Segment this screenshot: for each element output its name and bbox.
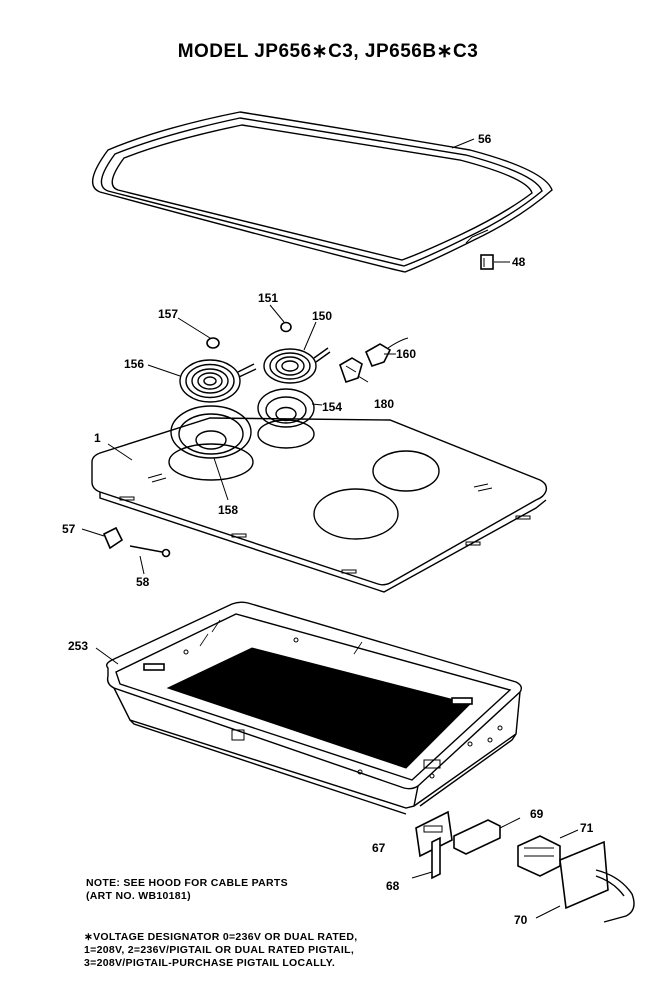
- screw-part-58: [129, 545, 171, 575]
- trim-frame-part-56: [91, 111, 553, 273]
- callout-150: 150: [312, 309, 332, 323]
- bracket-part-57: [81, 526, 124, 550]
- callout-156: 156: [124, 357, 144, 371]
- callout-67: 67: [372, 841, 386, 855]
- callout-158: 158: [218, 503, 238, 517]
- drip-pan-large-part-158: [170, 405, 252, 459]
- callout-160: 160: [396, 347, 416, 361]
- voltage-note-line-2: 1=208V, 2=236V/PIGTAIL OR DUAL RATED PIG…: [84, 944, 355, 956]
- callout-151: 151: [258, 291, 278, 305]
- plate-part-67: [415, 810, 453, 858]
- callout-154: 154: [322, 400, 342, 414]
- surface-unit-small-part-150: [263, 347, 331, 384]
- leader-lines: [95, 304, 396, 665]
- bracket-part-68: [411, 836, 441, 880]
- voltage-designator-note: ∗VOLTAGE DESIGNATOR 0=236V OR DUAL RATED…: [84, 931, 357, 970]
- diagram-title: MODEL JP656∗C3, JP656B∗C3: [177, 41, 479, 62]
- callout-180: 180: [374, 397, 394, 411]
- surface-unit-large-part-156: [179, 359, 257, 403]
- callout-253: 253: [68, 639, 88, 653]
- cable-note-line-1: NOTE: SEE HOOD FOR CABLE PARTS: [86, 877, 288, 889]
- callout-70: 70: [514, 913, 528, 927]
- cable-note-line-2: (ART NO. WB10181): [86, 890, 191, 902]
- burner-box-part-253: [105, 601, 523, 815]
- terminal-block-part-180: [339, 357, 363, 384]
- callout-56: 56: [478, 132, 492, 146]
- bracket-part-69: [453, 817, 521, 855]
- bumper-part-157: [206, 337, 220, 349]
- cable-parts-note: NOTE: SEE HOOD FOR CABLE PARTS (ART NO. …: [86, 877, 288, 903]
- callout-68: 68: [386, 879, 400, 893]
- callout-157: 157: [158, 307, 178, 321]
- bumper-part-151: [280, 321, 292, 333]
- main-top-part-1: [91, 417, 548, 593]
- callout-69: 69: [530, 807, 544, 821]
- voltage-note-line-1: ∗VOLTAGE DESIGNATOR 0=236V OR DUAL RATED…: [84, 931, 358, 943]
- callout-71: 71: [580, 821, 594, 835]
- voltage-note-line-3: 3=208V/PIGTAIL-PURCHASE PIGTAIL LOCALLY.: [84, 957, 336, 969]
- callout-48: 48: [512, 255, 526, 269]
- receptacle-part-160: [364, 337, 409, 367]
- switch-bracket-part-70: [535, 840, 635, 923]
- drip-pan-small-part-154: [257, 388, 315, 428]
- callout-58: 58: [136, 575, 150, 589]
- clip-part-48: [480, 254, 510, 270]
- callout-1: 1: [94, 431, 101, 445]
- callout-57: 57: [62, 522, 76, 536]
